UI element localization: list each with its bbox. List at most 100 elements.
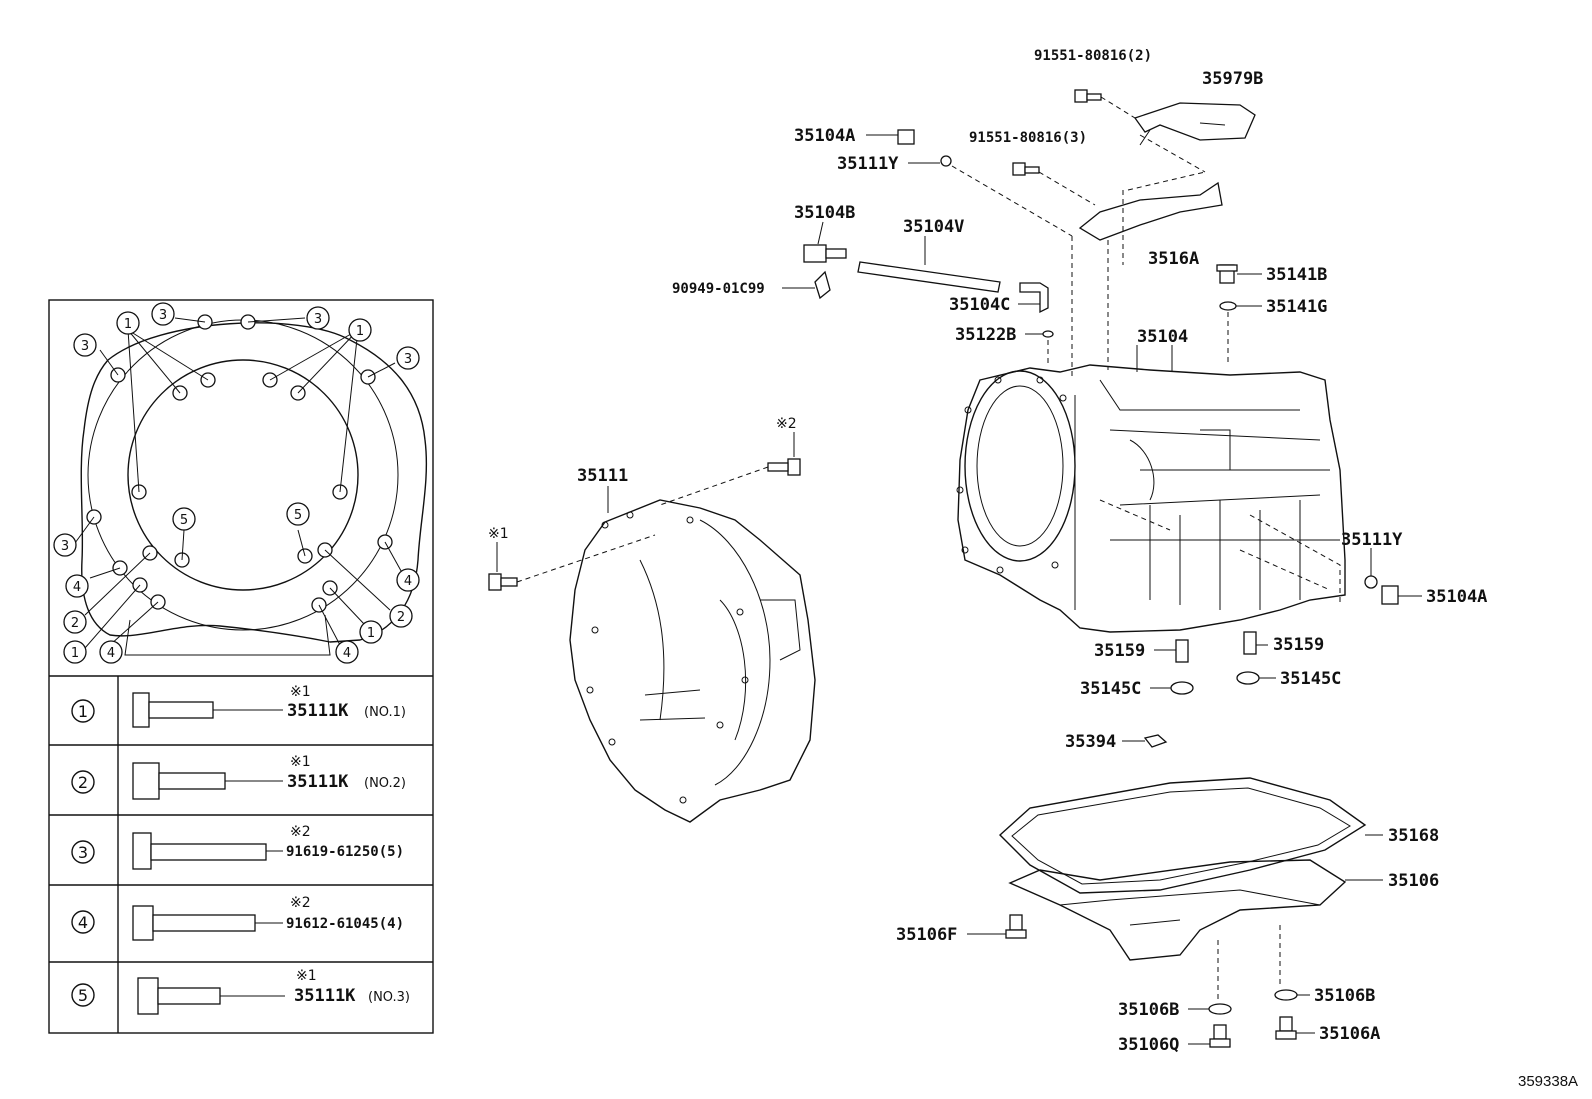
label-91551-80816-3: 91551-80816(3) [969, 130, 1087, 146]
diagram-code: 359338A [1518, 1073, 1578, 1090]
callout-3-top-right: 3 [306, 306, 330, 330]
callout-3-right: 3 [396, 346, 420, 370]
label-91551-80816-2: 91551-80816(2) [1034, 48, 1152, 64]
callout-2-left: 2 [63, 610, 87, 634]
callout-4-right: 4 [396, 568, 420, 592]
callout-4-lower-right: 4 [335, 640, 359, 664]
callout-number: 1 [356, 324, 364, 339]
label-35979b: 35979B [1202, 69, 1263, 89]
label-35106: 35106 [1388, 871, 1439, 891]
callout-3-lower-left: 3 [53, 533, 77, 557]
legend-row-4: 4 ※2 91612-61045(4) [71, 895, 404, 941]
callout-1-lower-left: 1 [63, 640, 87, 664]
callout-number: 3 [61, 539, 69, 554]
callout-number: 4 [107, 646, 115, 661]
label-35106b-left: 35106B [1118, 1000, 1179, 1020]
callout-number: 4 [73, 580, 81, 595]
label-35104: 35104 [1137, 327, 1188, 347]
label-35111y-top: 35111Y [837, 154, 899, 174]
label-35104c: 35104C [949, 295, 1010, 315]
legend-row-3: 3 ※2 91619-61250(5) [71, 824, 404, 870]
label-35145c-right: 35145C [1280, 669, 1341, 689]
label-35141g: 35141G [1266, 297, 1327, 317]
callout-number: 5 [180, 513, 188, 528]
part-labels: 91551-80816(2) 35979B 35104A 91551-80816… [672, 48, 1578, 1090]
label-35122b: 35122B [955, 325, 1016, 345]
callout-1-lower-right: 1 [359, 620, 383, 644]
callout-number: 1 [71, 646, 79, 661]
legend-tag: (NO.3) [368, 990, 410, 1005]
label-35111y-right: 35111Y [1341, 530, 1403, 550]
label-35104a-top: 35104A [794, 126, 855, 146]
label-90949-01c99: 90949-01C99 [672, 281, 765, 297]
label-35106b-right: 35106B [1314, 986, 1375, 1006]
callout-number: 3 [314, 312, 322, 327]
callout-4-left: 4 [65, 574, 89, 598]
callout-3-left: 3 [73, 333, 97, 357]
bolt-callouts: 1 1 3 3 3 3 3 5 5 4 4 2 2 1 4 1 4 [53, 302, 420, 664]
housing-bolt-note1: ※1 [488, 526, 656, 591]
callout-number: 4 [343, 646, 351, 661]
legend-note-mark: ※1 [296, 968, 317, 984]
legend-part-number: 91612-61045(4) [286, 916, 404, 932]
callout-number: 3 [81, 339, 89, 354]
label-3516a: 3516A [1148, 249, 1199, 269]
label-35106q: 35106Q [1118, 1035, 1179, 1055]
oil-pan-assembly [998, 777, 1383, 1000]
label-35106f: 35106F [896, 925, 957, 945]
legend-part-number: 91619-61250(5) [286, 844, 404, 860]
label-35159-left: 35159 [1094, 641, 1145, 661]
callout-4-lower-left: 4 [99, 640, 123, 664]
label-35104v: 35104V [903, 217, 964, 237]
label-35111: 35111 [577, 466, 628, 486]
callout-5-right: 5 [286, 502, 310, 526]
callout-number: 1 [367, 626, 375, 641]
converter-housing [569, 499, 816, 823]
bolt-legend: 1 ※1 35111K (NO.1) 2 ※1 35111K (NO.2) [71, 684, 410, 1015]
legend-row-2: 2 ※1 35111K (NO.2) [71, 754, 406, 800]
legend-part-number: 35111K [287, 701, 349, 721]
legend-number: 3 [78, 843, 88, 862]
label-35141b: 35141B [1266, 265, 1327, 285]
legend-part-number: 35111K [294, 986, 356, 1006]
housing-bolt-note2: ※2 [659, 416, 801, 506]
note-1-mark: ※1 [488, 526, 509, 542]
callout-number: 2 [397, 610, 405, 625]
note-2-mark: ※2 [776, 416, 797, 432]
transmission-case [956, 364, 1346, 633]
legend-number: 5 [78, 986, 88, 1005]
legend-part-number: 35111K [287, 772, 349, 792]
callout-1-left: 1 [116, 311, 140, 335]
callout-2-right: 2 [389, 604, 413, 628]
filters-and-washers [1150, 631, 1276, 695]
legend-row-5: 5 ※1 35111K (NO.3) [71, 968, 410, 1015]
part-35394 [1122, 734, 1168, 748]
callout-3-top-left: 3 [151, 302, 175, 326]
side-plug [1364, 548, 1422, 605]
callout-5-left: 5 [172, 507, 196, 531]
callout-number: 4 [404, 574, 412, 589]
legend-note-mark: ※1 [290, 684, 311, 700]
bolt-pattern-panel: 1 1 3 3 3 3 3 5 5 4 4 2 2 1 4 1 4 1 [48, 299, 434, 1034]
legend-number: 1 [78, 702, 88, 721]
callout-1-right: 1 [348, 318, 372, 342]
pan-hardware [967, 914, 1315, 1048]
legend-tag: (NO.2) [364, 776, 406, 791]
legend-note-mark: ※2 [290, 824, 311, 840]
legend-number: 4 [78, 913, 88, 932]
legend-number: 2 [78, 773, 88, 792]
callout-number: 3 [159, 308, 167, 323]
panel-frame [48, 299, 434, 1034]
flange-outline [80, 319, 428, 656]
label-35145c-left: 35145C [1080, 679, 1141, 699]
top-parts [782, 89, 1262, 380]
legend-row-1: 1 ※1 35111K (NO.1) [71, 684, 406, 728]
label-35159-right: 35159 [1273, 635, 1324, 655]
callout-number: 5 [294, 508, 302, 523]
callout-number: 1 [124, 317, 132, 332]
legend-note-mark: ※1 [290, 754, 311, 770]
legend-tag: (NO.1) [364, 705, 406, 720]
label-35104a-right: 35104A [1426, 587, 1487, 607]
label-35106a: 35106A [1319, 1024, 1380, 1044]
